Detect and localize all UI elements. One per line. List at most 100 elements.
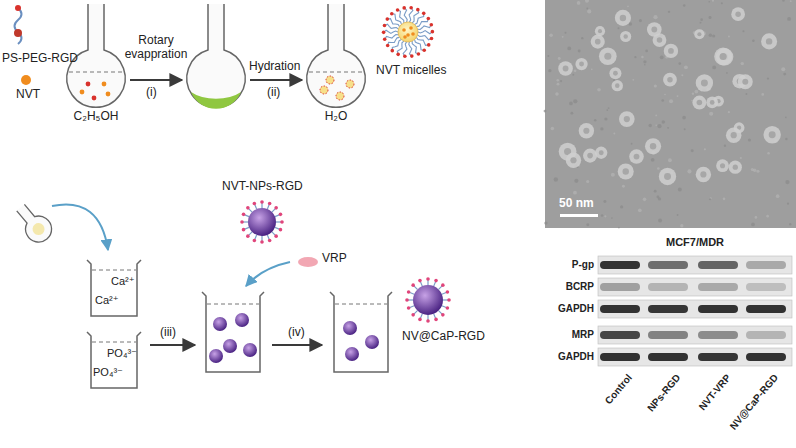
tem-noise [657,196,660,199]
protein-band [600,331,640,339]
tem-noise [667,127,669,129]
drug-dot [406,33,410,37]
liquid-level [309,72,363,73]
tem-noise [766,215,769,218]
tem-particle-core [720,53,727,60]
tem-noise [657,124,661,128]
tem-noise [712,0,714,2]
dissolved-molecule [92,96,97,101]
tem-noise [669,99,673,103]
peg-chain [404,8,407,22]
rgd-ligand [274,206,278,210]
flask [187,4,245,107]
rgd-ligand [431,30,435,34]
tem-noise [712,34,715,37]
tem-particle-core [583,128,589,134]
rgd-ligand [280,220,284,224]
protein-band [746,305,786,313]
tem-particle [612,80,623,91]
rgd-ligand [417,52,421,56]
tem-noise [618,27,620,29]
tem-noise [565,32,567,34]
tem-particle-core [650,143,656,149]
tem-noise [692,92,694,94]
tem-noise [653,15,657,19]
dissolved-molecule [106,92,111,97]
liquid-level [92,342,136,343]
tem-particle [558,61,573,76]
nanoparticle [345,347,359,361]
peg-chain [384,30,398,33]
protein-band [746,261,786,269]
tem-noise [677,214,679,216]
tem-noise [632,79,634,81]
rgd-ligand [268,202,272,206]
peg-chain [385,35,399,40]
rgd-ligand [441,313,445,317]
tem-noise [557,83,560,86]
tem-noise [549,33,553,37]
nanoparticle [248,208,276,236]
tem-particle-core [624,116,630,122]
tem-noise [648,124,651,127]
protein-band [746,283,786,291]
tem-particle [731,7,745,21]
tem-particle [595,26,605,36]
panel-title: MCF7/MDR [640,236,750,249]
tem-particle [583,149,597,163]
drug-dot [402,28,406,32]
tem-noise [709,16,712,19]
tem-noise [569,102,573,106]
nanoparticle [243,343,257,357]
protein-band [648,353,688,361]
pouring-flask [11,199,57,247]
tem-particle [664,44,678,58]
rgd-ligand [426,319,430,323]
step-label: Rotary evappration [120,34,192,62]
rgd-ligand [253,239,257,243]
tem-noise [645,50,648,53]
protein-label: MRP [540,329,594,341]
step-label: Hydration [249,60,300,74]
tem-noise [668,158,672,162]
tem-particle-core [697,32,701,36]
rgd-ligand [396,53,400,57]
tem-particle-core [742,79,748,85]
protein-band [746,331,786,339]
rgd-ligand [260,200,264,204]
tem-noise [597,88,601,92]
protein-band [600,353,640,361]
tem-noise [604,215,606,217]
tem-particle-core [598,29,602,33]
tem-noise [600,127,603,130]
tem-noise [721,2,723,4]
rgd-ligand [260,240,264,244]
protein-label: GAPDH [540,351,594,363]
rgd-ligand [422,12,426,16]
dry-film [191,92,241,109]
tem-noise [680,224,683,227]
step-number: (iv) [288,326,305,340]
peg-chain [403,42,407,56]
peg-chain [409,8,413,22]
ion-label: PO₄³⁻ [107,347,137,360]
tem-noise [683,4,686,7]
tem-noise [789,223,791,225]
rgd-ligand [434,318,438,322]
tem-noise [578,50,581,53]
nanoparticle [343,321,357,335]
protein-band [698,353,738,361]
tem-noise [638,208,642,212]
rgd-ligand [409,6,413,10]
tem-particle [761,33,777,49]
ion-label: Ca²⁺ [111,275,135,288]
tem-noise [660,55,664,59]
tem-particle [663,73,677,87]
tem-noise [753,169,757,173]
rgd-ligand [383,24,387,28]
tem-noise [606,109,608,111]
tem-particle-core [613,71,618,76]
rgd-ligand [386,44,390,48]
beaker-outline [85,258,143,320]
